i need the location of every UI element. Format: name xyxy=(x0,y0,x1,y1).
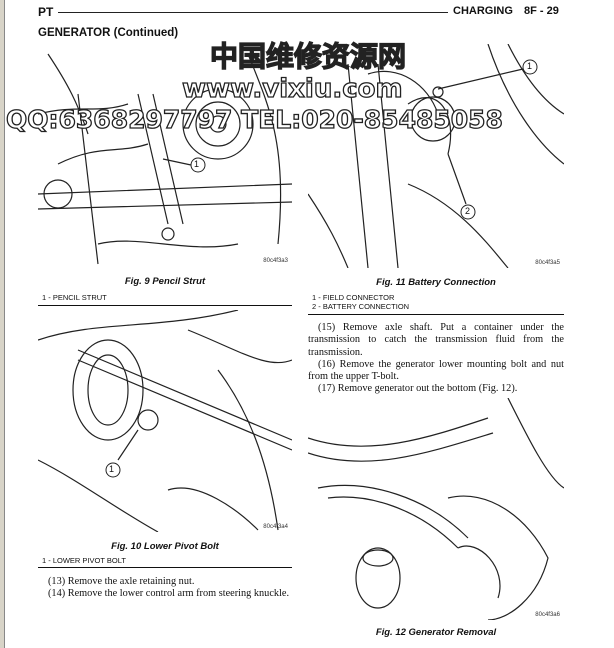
figure-9-legend-1: 1 - PENCIL STRUT xyxy=(42,293,107,302)
figure-12-illustration: 80c4f3a6 xyxy=(308,398,564,620)
figure-11-caption: Fig. 11 Battery Connection xyxy=(376,277,496,288)
header-left: PT xyxy=(38,5,54,19)
figure-12-caption: Fig. 12 Generator Removal xyxy=(375,627,497,638)
header-rule xyxy=(58,12,448,13)
right-instructions: (15) Remove axle shaft. Put a container … xyxy=(308,322,564,396)
figure-10-legend-1: 1 - LOWER PIVOT BOLT xyxy=(42,556,126,565)
callout-1: 1 xyxy=(527,61,533,71)
left-instructions: (13) Remove the axle retaining nut. (14)… xyxy=(38,576,292,601)
callout-1: 1 xyxy=(109,464,115,474)
figure-code: 80c4f3a3 xyxy=(263,258,288,264)
figure-10-illustration: 1 80c4f3a4 xyxy=(38,310,292,532)
watermark-contact: QQ:6368297797 TEL:020-85485058 xyxy=(5,105,503,134)
divider xyxy=(308,314,564,315)
header-section: CHARGING xyxy=(453,5,513,17)
watermark-url: www.vixiu.com xyxy=(181,74,403,104)
divider xyxy=(38,567,292,568)
legend-item: 2 - BATTERY CONNECTION xyxy=(312,302,410,311)
figure-code: 80c4f3a5 xyxy=(535,260,560,266)
page-number: 8F - 29 xyxy=(524,5,559,17)
figure-code: 80c4f3a6 xyxy=(535,612,560,618)
callout-2: 2 xyxy=(465,206,471,216)
figure-code: 80c4f3a4 xyxy=(263,524,288,530)
step-14: (14) Remove the lower control arm from s… xyxy=(48,588,290,600)
figure-10-caption: Fig. 10 Lower Pivot Bolt xyxy=(111,541,219,552)
window-border xyxy=(0,0,5,648)
step-13: (13) Remove the axle retaining nut. xyxy=(48,576,195,587)
section-title: GENERATOR (Continued) xyxy=(38,27,179,39)
legend-item: 1 - FIELD CONNECTOR xyxy=(312,293,395,302)
step-16: (16) Remove the generator lower mounting… xyxy=(308,358,564,383)
figure-9-caption: Fig. 9 Pencil Strut xyxy=(124,276,206,287)
figure-11-illustration: 1 2 80c4f3a5 xyxy=(308,44,564,268)
figure-11-legend: 1 - FIELD CONNECTOR 2 - BATTERY CONNECTI… xyxy=(312,293,409,311)
callout-1: 1 xyxy=(194,159,200,169)
figure-9-illustration: 1 80c4f3a3 xyxy=(38,44,292,266)
step-17: (17) Remove generator out the bottom (Fi… xyxy=(318,383,518,395)
step-15: (15) Remove axle shaft. Put a container … xyxy=(308,322,564,358)
divider xyxy=(38,305,292,306)
watermark-site-name: 中国维修资源网 xyxy=(209,40,407,73)
